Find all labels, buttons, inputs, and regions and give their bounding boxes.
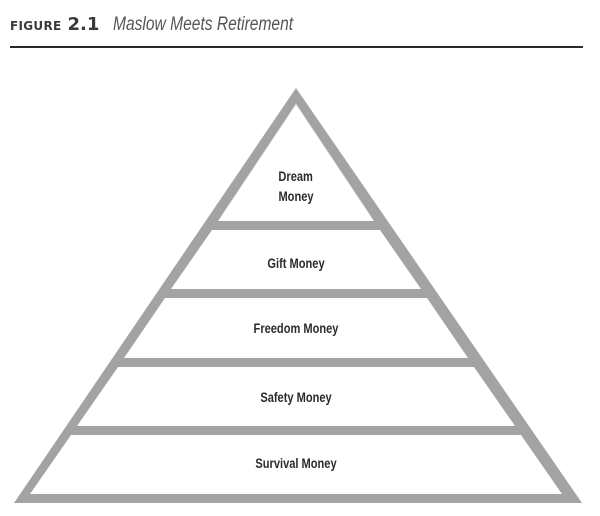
tier-dream	[218, 104, 374, 221]
tier-freedom	[124, 298, 468, 358]
tier-label-dream-line2: Money	[278, 189, 314, 204]
figure-number: 2.1	[67, 14, 100, 35]
header-rule	[10, 46, 583, 48]
tier-label-safety-text: Safety Money	[260, 390, 332, 405]
tier-label-gift: Gift Money	[261, 254, 331, 274]
tier-gift	[171, 230, 421, 289]
figure-title: Maslow Meets Retirement	[113, 14, 294, 35]
tier-label-freedom: Freedom Money	[244, 319, 348, 339]
tier-label-safety: Safety Money	[252, 388, 339, 408]
tier-label-dream: Dream Money	[275, 167, 318, 207]
figure-label: FIGURE	[10, 19, 62, 33]
tier-safety	[77, 367, 515, 426]
tier-label-survival: Survival Money	[246, 454, 345, 474]
tier-label-gift-text: Gift Money	[267, 256, 325, 271]
figure-header: FIGURE 2.1 Maslow Meets Retirement	[10, 14, 333, 44]
tier-label-dream-line1: Dream	[278, 169, 314, 184]
tier-label-survival-text: Survival Money	[255, 456, 337, 471]
tier-label-freedom-text: Freedom Money	[253, 321, 339, 336]
tier-survival	[30, 435, 562, 494]
